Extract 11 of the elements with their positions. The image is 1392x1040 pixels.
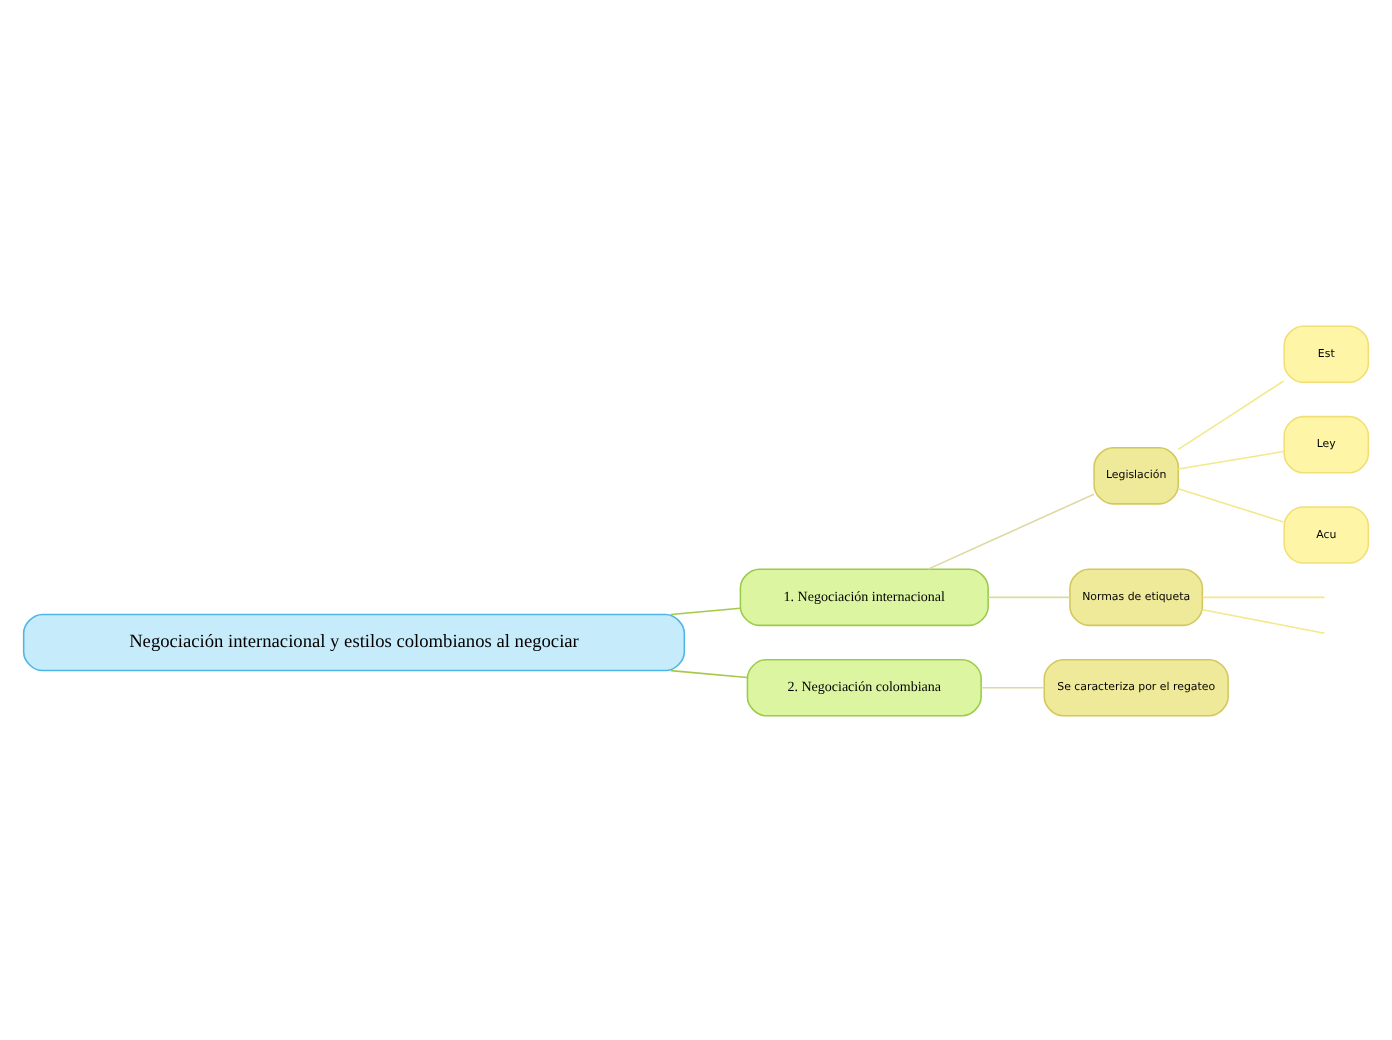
connector [1177,379,1285,450]
node-box: Negociación internacional y estilos colombianos al negociar [22,612,686,671]
connector [1201,608,1326,633]
connector [927,492,1095,569]
connector [987,595,1071,598]
connector [1177,449,1285,469]
connector [1201,595,1326,598]
connector [670,606,741,615]
connector [670,668,748,678]
connector [1177,486,1285,522]
connector [980,685,1045,688]
